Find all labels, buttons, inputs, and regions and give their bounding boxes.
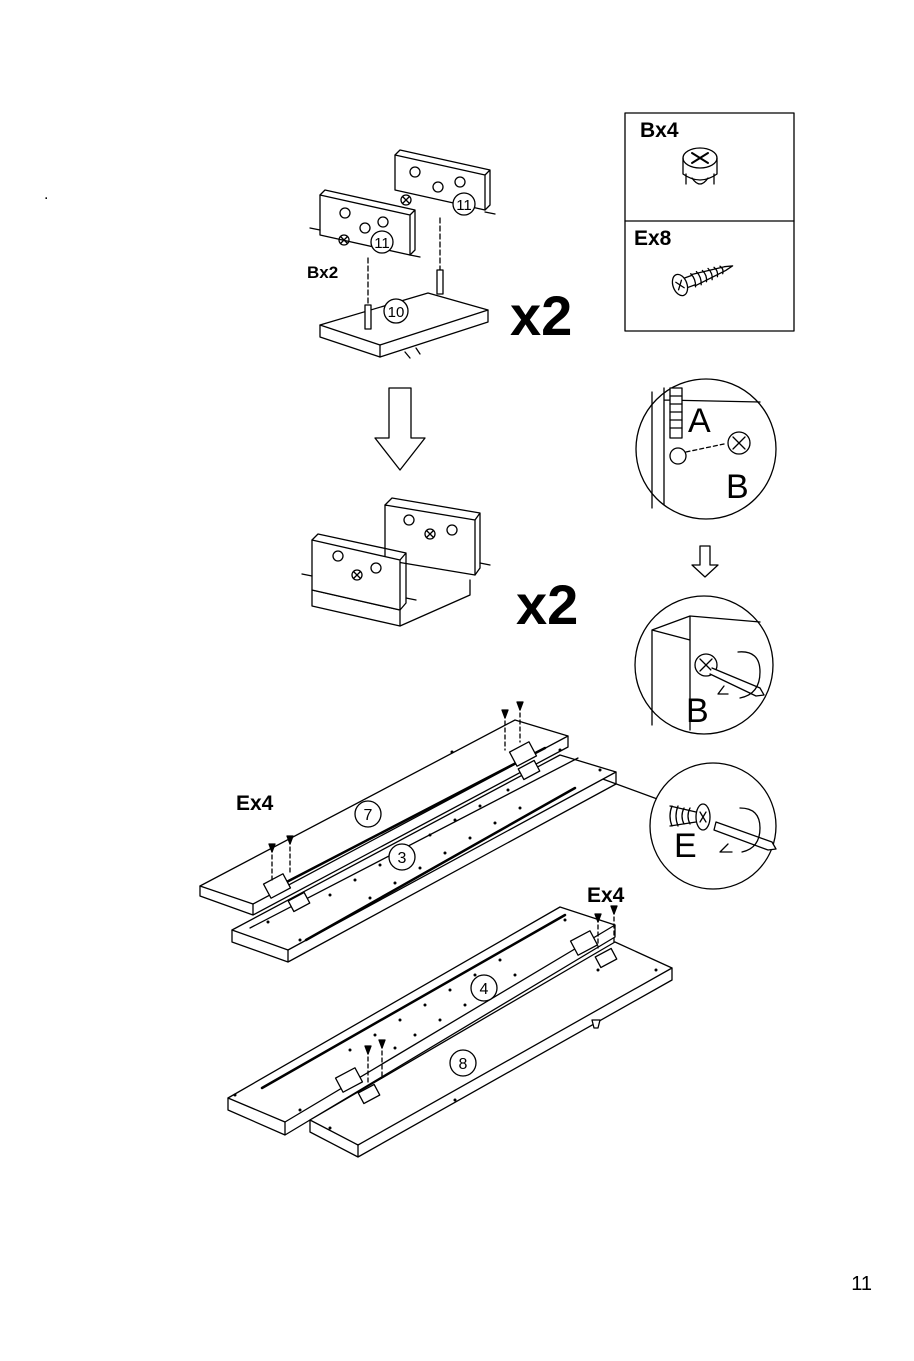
letter-a: A — [688, 402, 711, 440]
detail-cam-tighten: B — [635, 596, 773, 734]
fitting-b-label: Bx2 — [307, 263, 338, 282]
hardware-e-label: Ex8 — [634, 227, 672, 250]
stray-mark: . — [44, 186, 48, 204]
down-arrow-icon — [375, 388, 425, 470]
svg-text:11: 11 — [456, 197, 472, 214]
small-down-arrow-icon — [692, 546, 718, 577]
svg-text:11: 11 — [374, 235, 390, 252]
part-circle-3: 3 — [389, 844, 415, 870]
hardware-legend-box: Bx4 Ex8 — [625, 113, 794, 331]
part-circle-8: 8 — [450, 1050, 476, 1076]
part-circle-11-back: 11 — [453, 193, 475, 215]
svg-text:10: 10 — [388, 304, 405, 321]
part-circle-10: 10 — [384, 299, 408, 323]
pre-assembly-drawing: 11 11 10 Bx2 — [307, 150, 495, 358]
part-circle-11-front: 11 — [371, 231, 393, 253]
svg-text:8: 8 — [459, 1056, 468, 1073]
detail-cam-insert: A B — [636, 379, 776, 519]
svg-text:3: 3 — [398, 850, 407, 867]
detail-screw-drive: E — [600, 763, 776, 889]
letter-b: B — [726, 468, 749, 506]
part-circle-7: 7 — [355, 801, 381, 827]
letter-b-tighten: B — [686, 692, 709, 730]
svg-text:7: 7 — [364, 807, 373, 824]
page-number: 11 — [851, 1273, 872, 1296]
letter-e: E — [674, 827, 697, 865]
hardware-b-label: Bx4 — [640, 119, 679, 142]
multiplier-label-1: x2 — [510, 284, 572, 347]
svg-text:4: 4 — [480, 981, 489, 998]
screw-e-label-upper: Ex4 — [236, 792, 274, 815]
multiplier-label-2: x2 — [516, 573, 578, 636]
part-circle-4: 4 — [471, 975, 497, 1001]
assembled-drawing — [302, 498, 490, 626]
screw-e-label-lower: Ex4 — [587, 884, 625, 907]
